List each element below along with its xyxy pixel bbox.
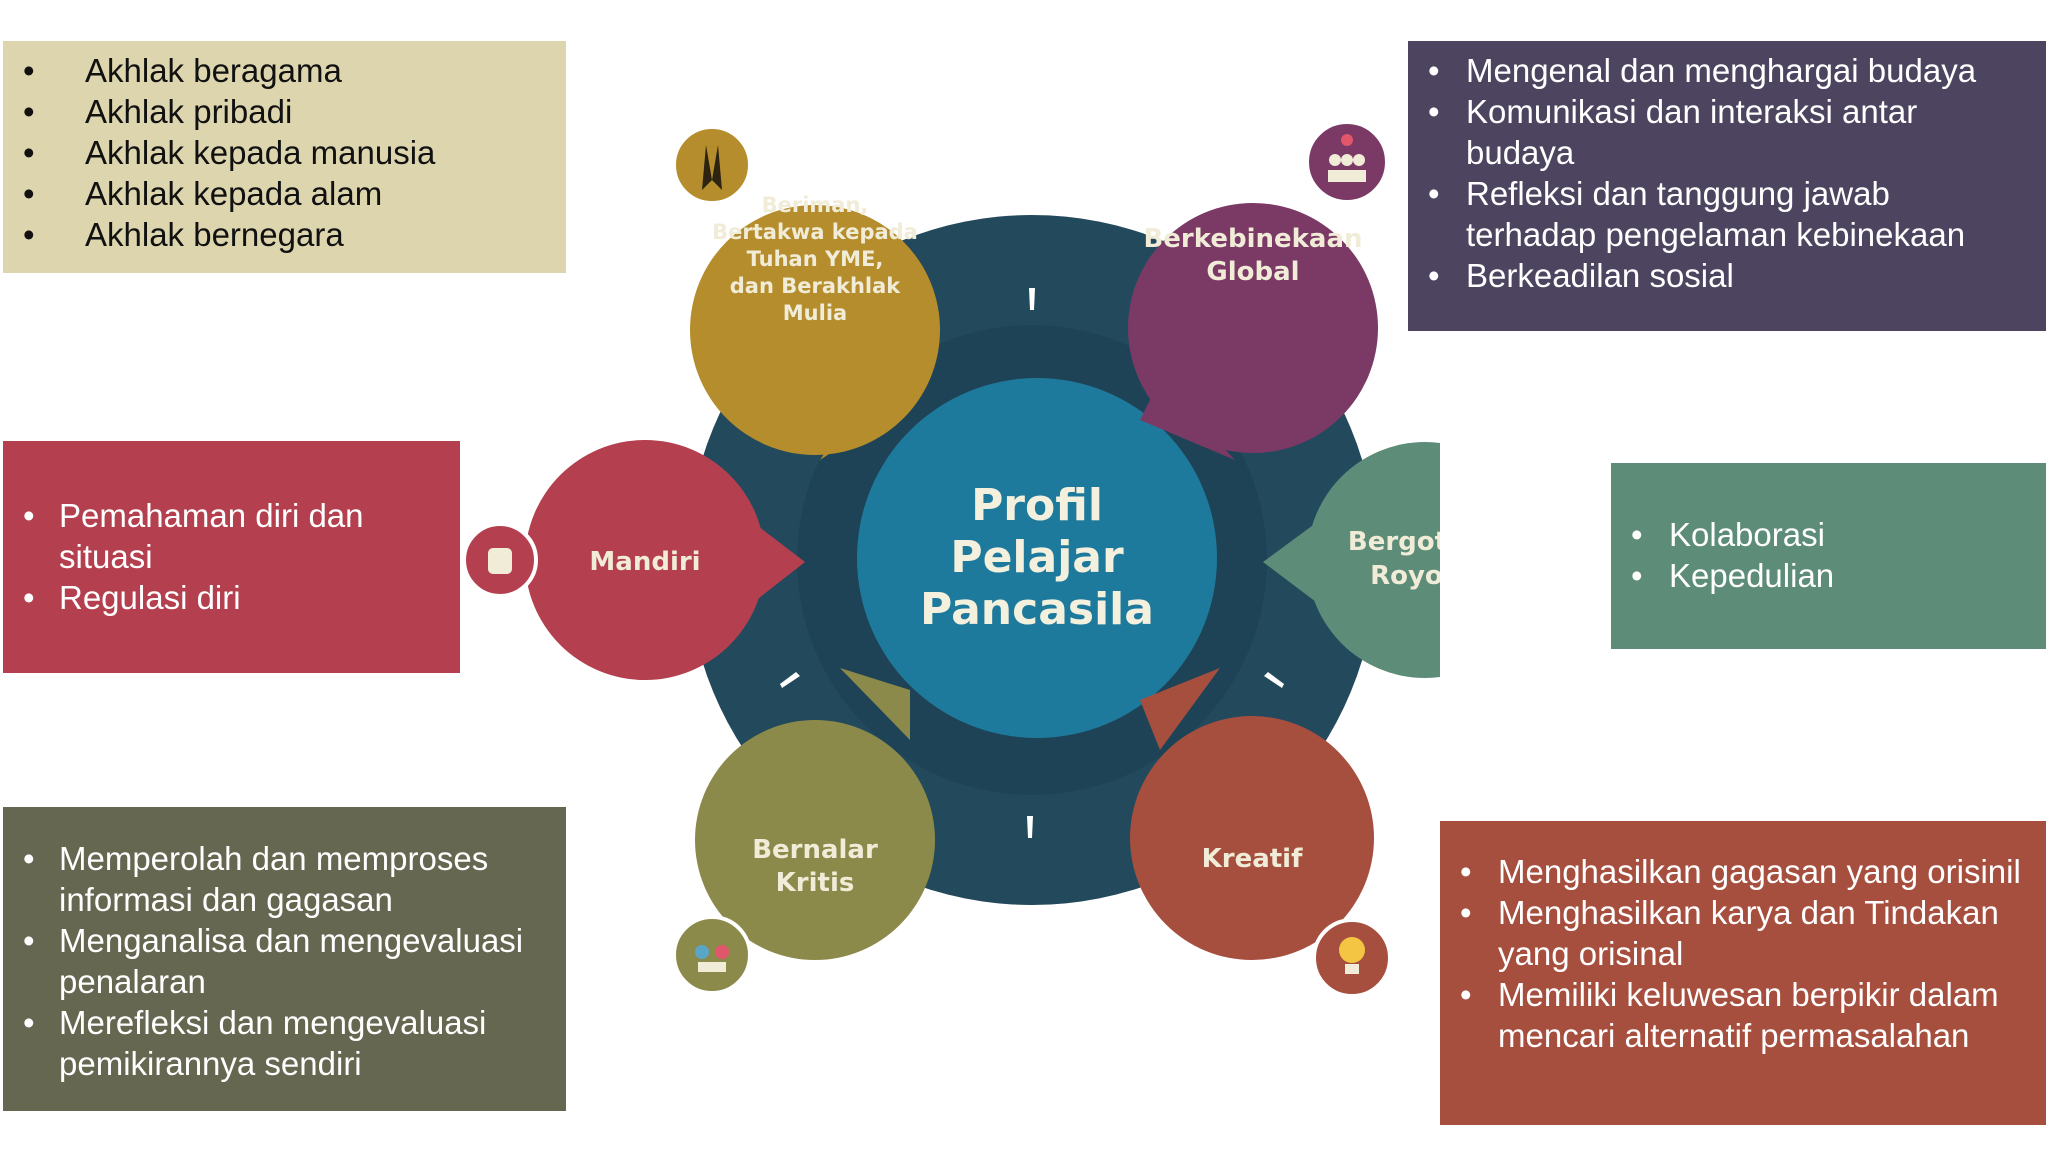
profil-pelajar-pancasila-diagram: Profil Pelajar Pancasila Beriman, Bertak… (462, 120, 1440, 998)
list-item: Komunikasi dan interaksi antar budaya (1428, 91, 2026, 173)
bubble-beriman-line2: Bertakwa kepada (712, 220, 918, 244)
beriman-description-box: Akhlak beragama Akhlak pribadi Akhlak ke… (3, 41, 566, 273)
list-item: Memiliki keluwesan berpikir dalam mencar… (1460, 974, 2026, 1056)
bubble-beriman: Beriman, Bertakwa kepada Tuhan YME, dan … (672, 125, 940, 460)
list-item: Pemahaman diri dan situasi (23, 495, 440, 577)
bubble-kreatif-label: Kreatif (1202, 844, 1303, 874)
praying-hands-icon (672, 125, 752, 205)
bubble-gotong-line2: Royong (1370, 561, 1440, 591)
list-item: Memperolah dan memproses informasi dan g… (23, 838, 546, 920)
bubble-global-line2: Global (1206, 257, 1299, 287)
list-item: Akhlak pribadi (23, 91, 566, 132)
bubble-mandiri: Mandiri (462, 440, 805, 680)
bubble-kreatif: Kreatif (1130, 668, 1392, 998)
list-item: Menghasilkan gagasan yang orisinil (1460, 851, 2026, 892)
bubble-beriman-line3: Tuhan YME, (747, 247, 884, 271)
list-item: Akhlak bernegara (23, 214, 566, 255)
bubble-mandiri-label: Mandiri (589, 547, 700, 577)
list-item: Refleksi dan tanggung jawab terhadap pen… (1428, 173, 2026, 255)
center-circle (857, 378, 1217, 738)
list-item: Kepedulian (1631, 555, 2026, 596)
bubble-kritis-line2: Kritis (776, 868, 855, 898)
list-item: Mengenal dan menghargai budaya (1428, 50, 2026, 91)
bubble-kritis-line1: Bernalar (752, 835, 878, 865)
bubble-bernalar-kritis: Bernalar Kritis (672, 668, 935, 995)
list-item: Kolaborasi (1631, 514, 2026, 555)
bubble-gotong-royong: Bergotong Royong (1263, 442, 1440, 678)
center-title-line3: Pancasila (920, 584, 1154, 635)
mandiri-description-box: Pemahaman diri dan situasi Regulasi diri (3, 441, 460, 673)
bubble-gotong-line1: Bergotong (1348, 527, 1440, 557)
bubble-global: Berkebinekaan Global (1128, 120, 1389, 460)
critical-thinking-icon (672, 915, 752, 995)
center-title-line2: Pelajar (950, 532, 1124, 583)
bubble-beriman-line1: Beriman, (762, 193, 869, 217)
bubble-beriman-line4: dan Berakhlak (730, 274, 902, 298)
bubble-global-line1: Berkebinekaan (1143, 224, 1362, 254)
list-item: Menganalisa dan mengevaluasi penalaran (23, 920, 546, 1002)
list-item: Akhlak beragama (23, 50, 566, 91)
list-item: Akhlak kepada manusia (23, 132, 566, 173)
list-item: Berkeadilan sosial (1428, 255, 2026, 296)
bernalar-kritis-description-box: Memperolah dan memproses informasi dan g… (3, 807, 566, 1111)
center-title-line1: Profil (971, 480, 1103, 531)
list-item: Regulasi diri (23, 577, 440, 618)
list-item: Menghasilkan karya dan Tindakan yang ori… (1460, 892, 2026, 974)
list-item: Merefleksi dan mengevaluasi pemikirannya… (23, 1002, 546, 1084)
list-item: Akhlak kepada alam (23, 173, 566, 214)
gotong-royong-description-box: Kolaborasi Kepedulian (1611, 463, 2046, 649)
bubble-beriman-line5: Mulia (783, 301, 847, 325)
global-description-box: Mengenal dan menghargai budaya Komunikas… (1408, 41, 2046, 331)
kreatif-description-box: Menghasilkan gagasan yang orisinil Mengh… (1440, 821, 2046, 1125)
